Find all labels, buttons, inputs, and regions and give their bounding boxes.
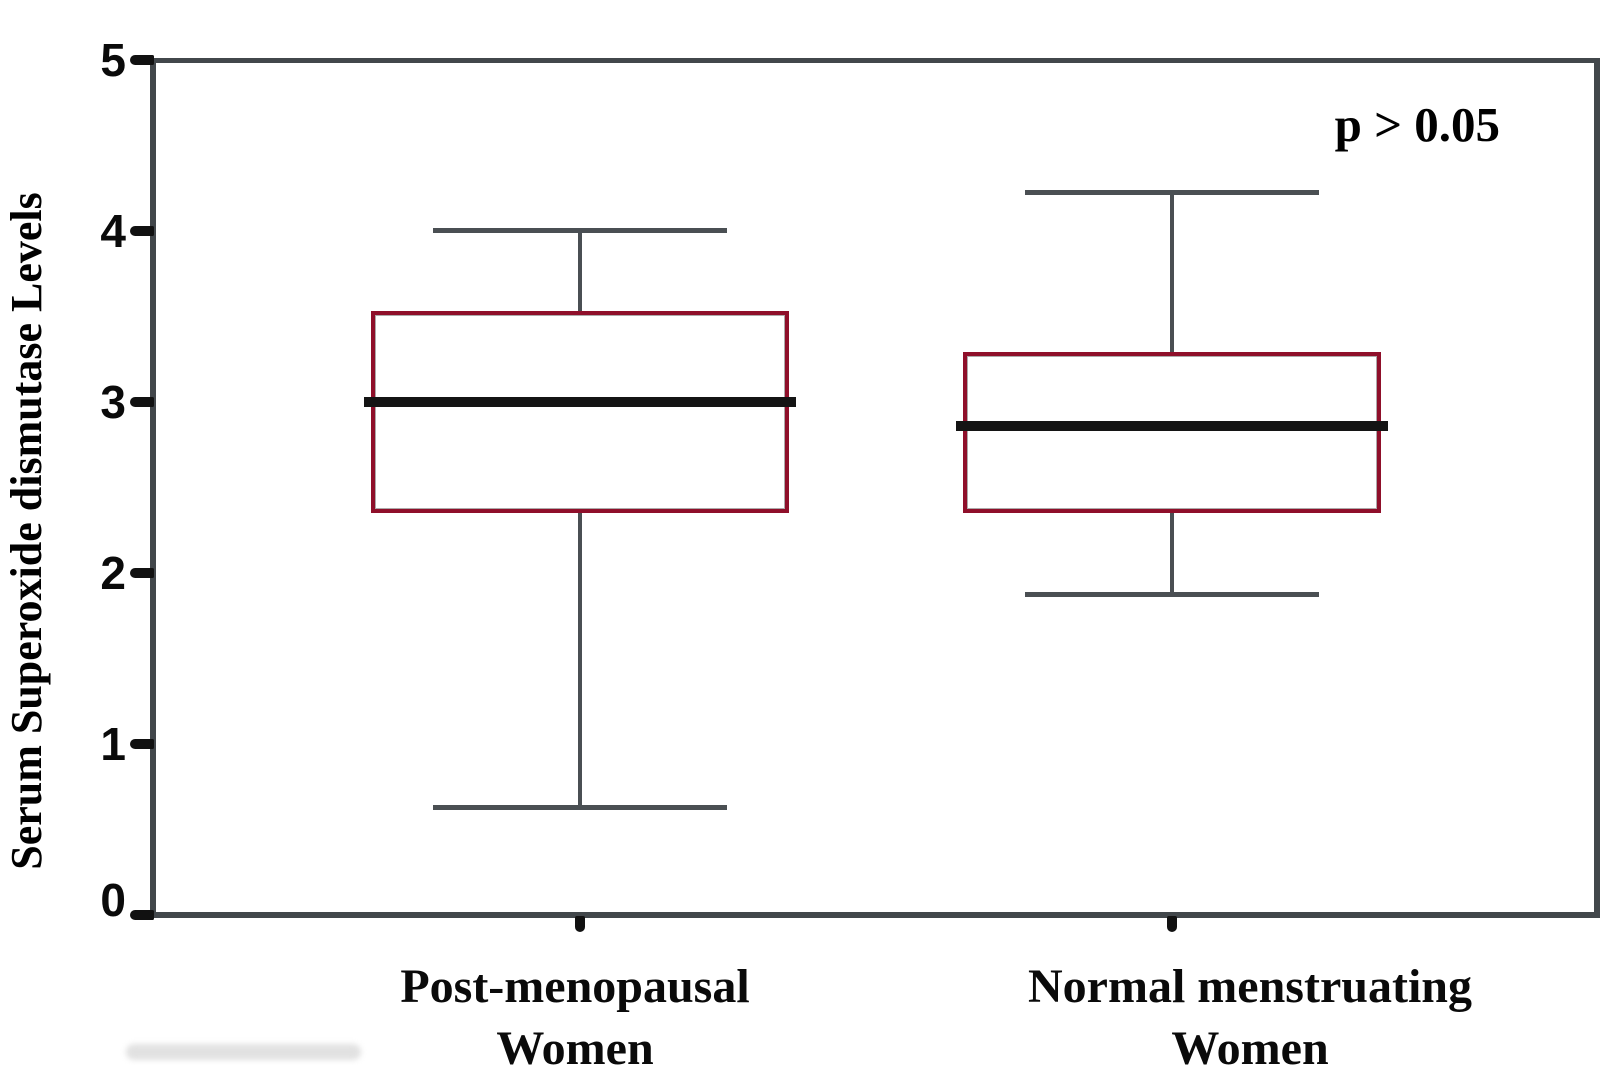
whisker-upper-cap bbox=[1025, 190, 1319, 196]
whisker-upper-cap bbox=[433, 228, 727, 233]
category-label-line: Post-menopausal bbox=[400, 960, 750, 1013]
whisker-lower-cap bbox=[1025, 591, 1319, 597]
y-tick-mark bbox=[130, 55, 154, 65]
y-tick-mark bbox=[130, 739, 154, 749]
iqr-box bbox=[371, 311, 789, 514]
y-tick-mark bbox=[130, 568, 154, 578]
median-line bbox=[364, 397, 796, 407]
category-label-line: Women bbox=[496, 1022, 654, 1065]
whisker-upper-line bbox=[1170, 193, 1174, 353]
category-label-line: Normal menstruating bbox=[1028, 960, 1472, 1013]
y-tick-label: 5 bbox=[100, 34, 126, 86]
y-tick-mark bbox=[130, 397, 154, 407]
caption-smudge-artifact bbox=[126, 1044, 361, 1060]
y-axis-line bbox=[150, 58, 156, 918]
whisker-lower-line bbox=[1170, 513, 1174, 594]
x-axis-line bbox=[150, 912, 1600, 918]
y-tick-label: 4 bbox=[100, 205, 126, 257]
plot-top-border bbox=[150, 58, 1600, 63]
plot-right-border bbox=[1594, 58, 1600, 918]
whisker-lower-cap bbox=[433, 805, 727, 811]
category-label-line: Women bbox=[1171, 1022, 1329, 1065]
y-tick-label: 3 bbox=[100, 376, 126, 428]
x-tick-mark bbox=[1167, 916, 1177, 932]
whisker-lower-line bbox=[578, 513, 582, 808]
x-tick-mark bbox=[575, 916, 585, 932]
y-tick-label: 1 bbox=[100, 718, 126, 770]
whisker-upper-line bbox=[578, 231, 582, 312]
y-tick-mark bbox=[130, 226, 154, 236]
iqr-box bbox=[963, 352, 1381, 514]
y-tick-mark bbox=[130, 910, 154, 920]
p-value-annotation: p > 0.05 bbox=[1334, 97, 1500, 152]
median-line bbox=[956, 420, 1388, 431]
y-tick-label: 2 bbox=[100, 547, 126, 599]
y-tick-label: 0 bbox=[100, 874, 126, 926]
